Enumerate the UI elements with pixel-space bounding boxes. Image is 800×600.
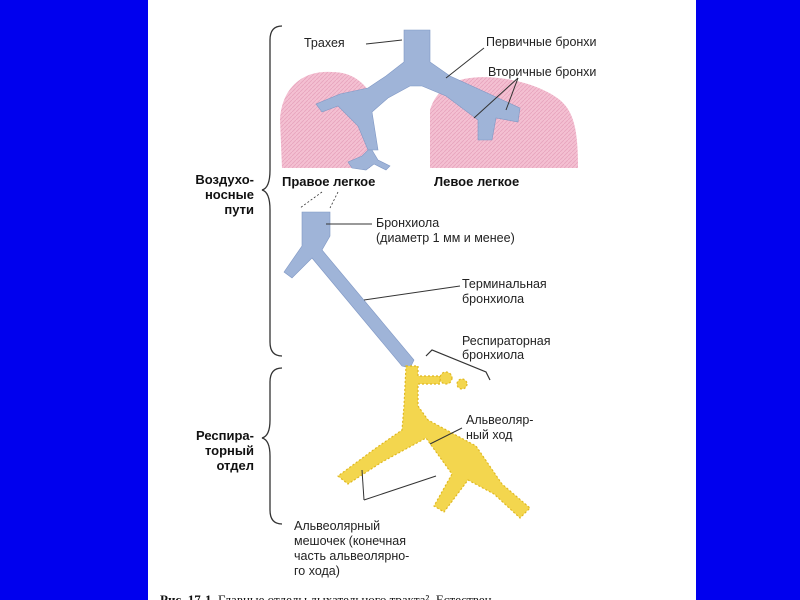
label-respiratory-bronchiole: бронхиола [462,348,524,362]
section-respiratory-2: торный [205,443,254,458]
label-alveolar-sac-1: Альвеолярный [294,519,380,533]
label-alveolar-sac-2: мешочек (конечная [294,534,406,548]
label-alveolar-sac-3: часть альвеолярно- [294,549,409,563]
label-respiratory: Респираторная [462,334,550,348]
respiratory-bracket [262,368,282,524]
figure-caption: Рис. 17-1. Главные отделы дыхательного т… [160,592,496,600]
right-blue-margin [696,0,800,600]
slide-page: Трахея Первичные бронхи Вторичные бронхи… [148,0,696,600]
respiratory-tract-diagram: Трахея Первичные бронхи Вторичные бронхи… [148,0,696,600]
label-trachea: Трахея [304,36,345,50]
label-terminal-bronchiole: бронхиола [462,292,524,306]
section-respiratory-1: Респира- [196,428,254,443]
zoom-link-dashes [300,192,338,208]
section-airways-3: пути [224,202,254,217]
left-blue-margin [0,0,148,600]
label-left-lung: Левое легкое [434,174,519,189]
label-bronchiole: Бронхиола [376,216,439,230]
section-airways-2: носные [205,187,254,202]
airways-bracket [262,26,282,356]
label-alveolar-duct-2: ный ход [466,428,513,442]
caption-text: Главные отделы дыхательного тракта². Ест… [215,592,496,600]
label-terminal: Терминальная [462,277,547,291]
label-alveolar-sac-4: го хода) [294,564,340,578]
label-alveolar-duct-1: Альвеоляр- [466,413,533,427]
label-secondary-bronchi: Вторичные бронхи [488,65,596,79]
caption-number: Рис. 17-1. [160,592,215,600]
label-right-lung: Правое легкое [282,174,375,189]
label-bronchiole-diameter: (диаметр 1 мм и менее) [376,231,515,245]
section-airways-1: Воздухо- [195,172,254,187]
label-primary-bronchi: Первичные бронхи [486,35,597,49]
section-respiratory-3: отдел [216,458,254,473]
